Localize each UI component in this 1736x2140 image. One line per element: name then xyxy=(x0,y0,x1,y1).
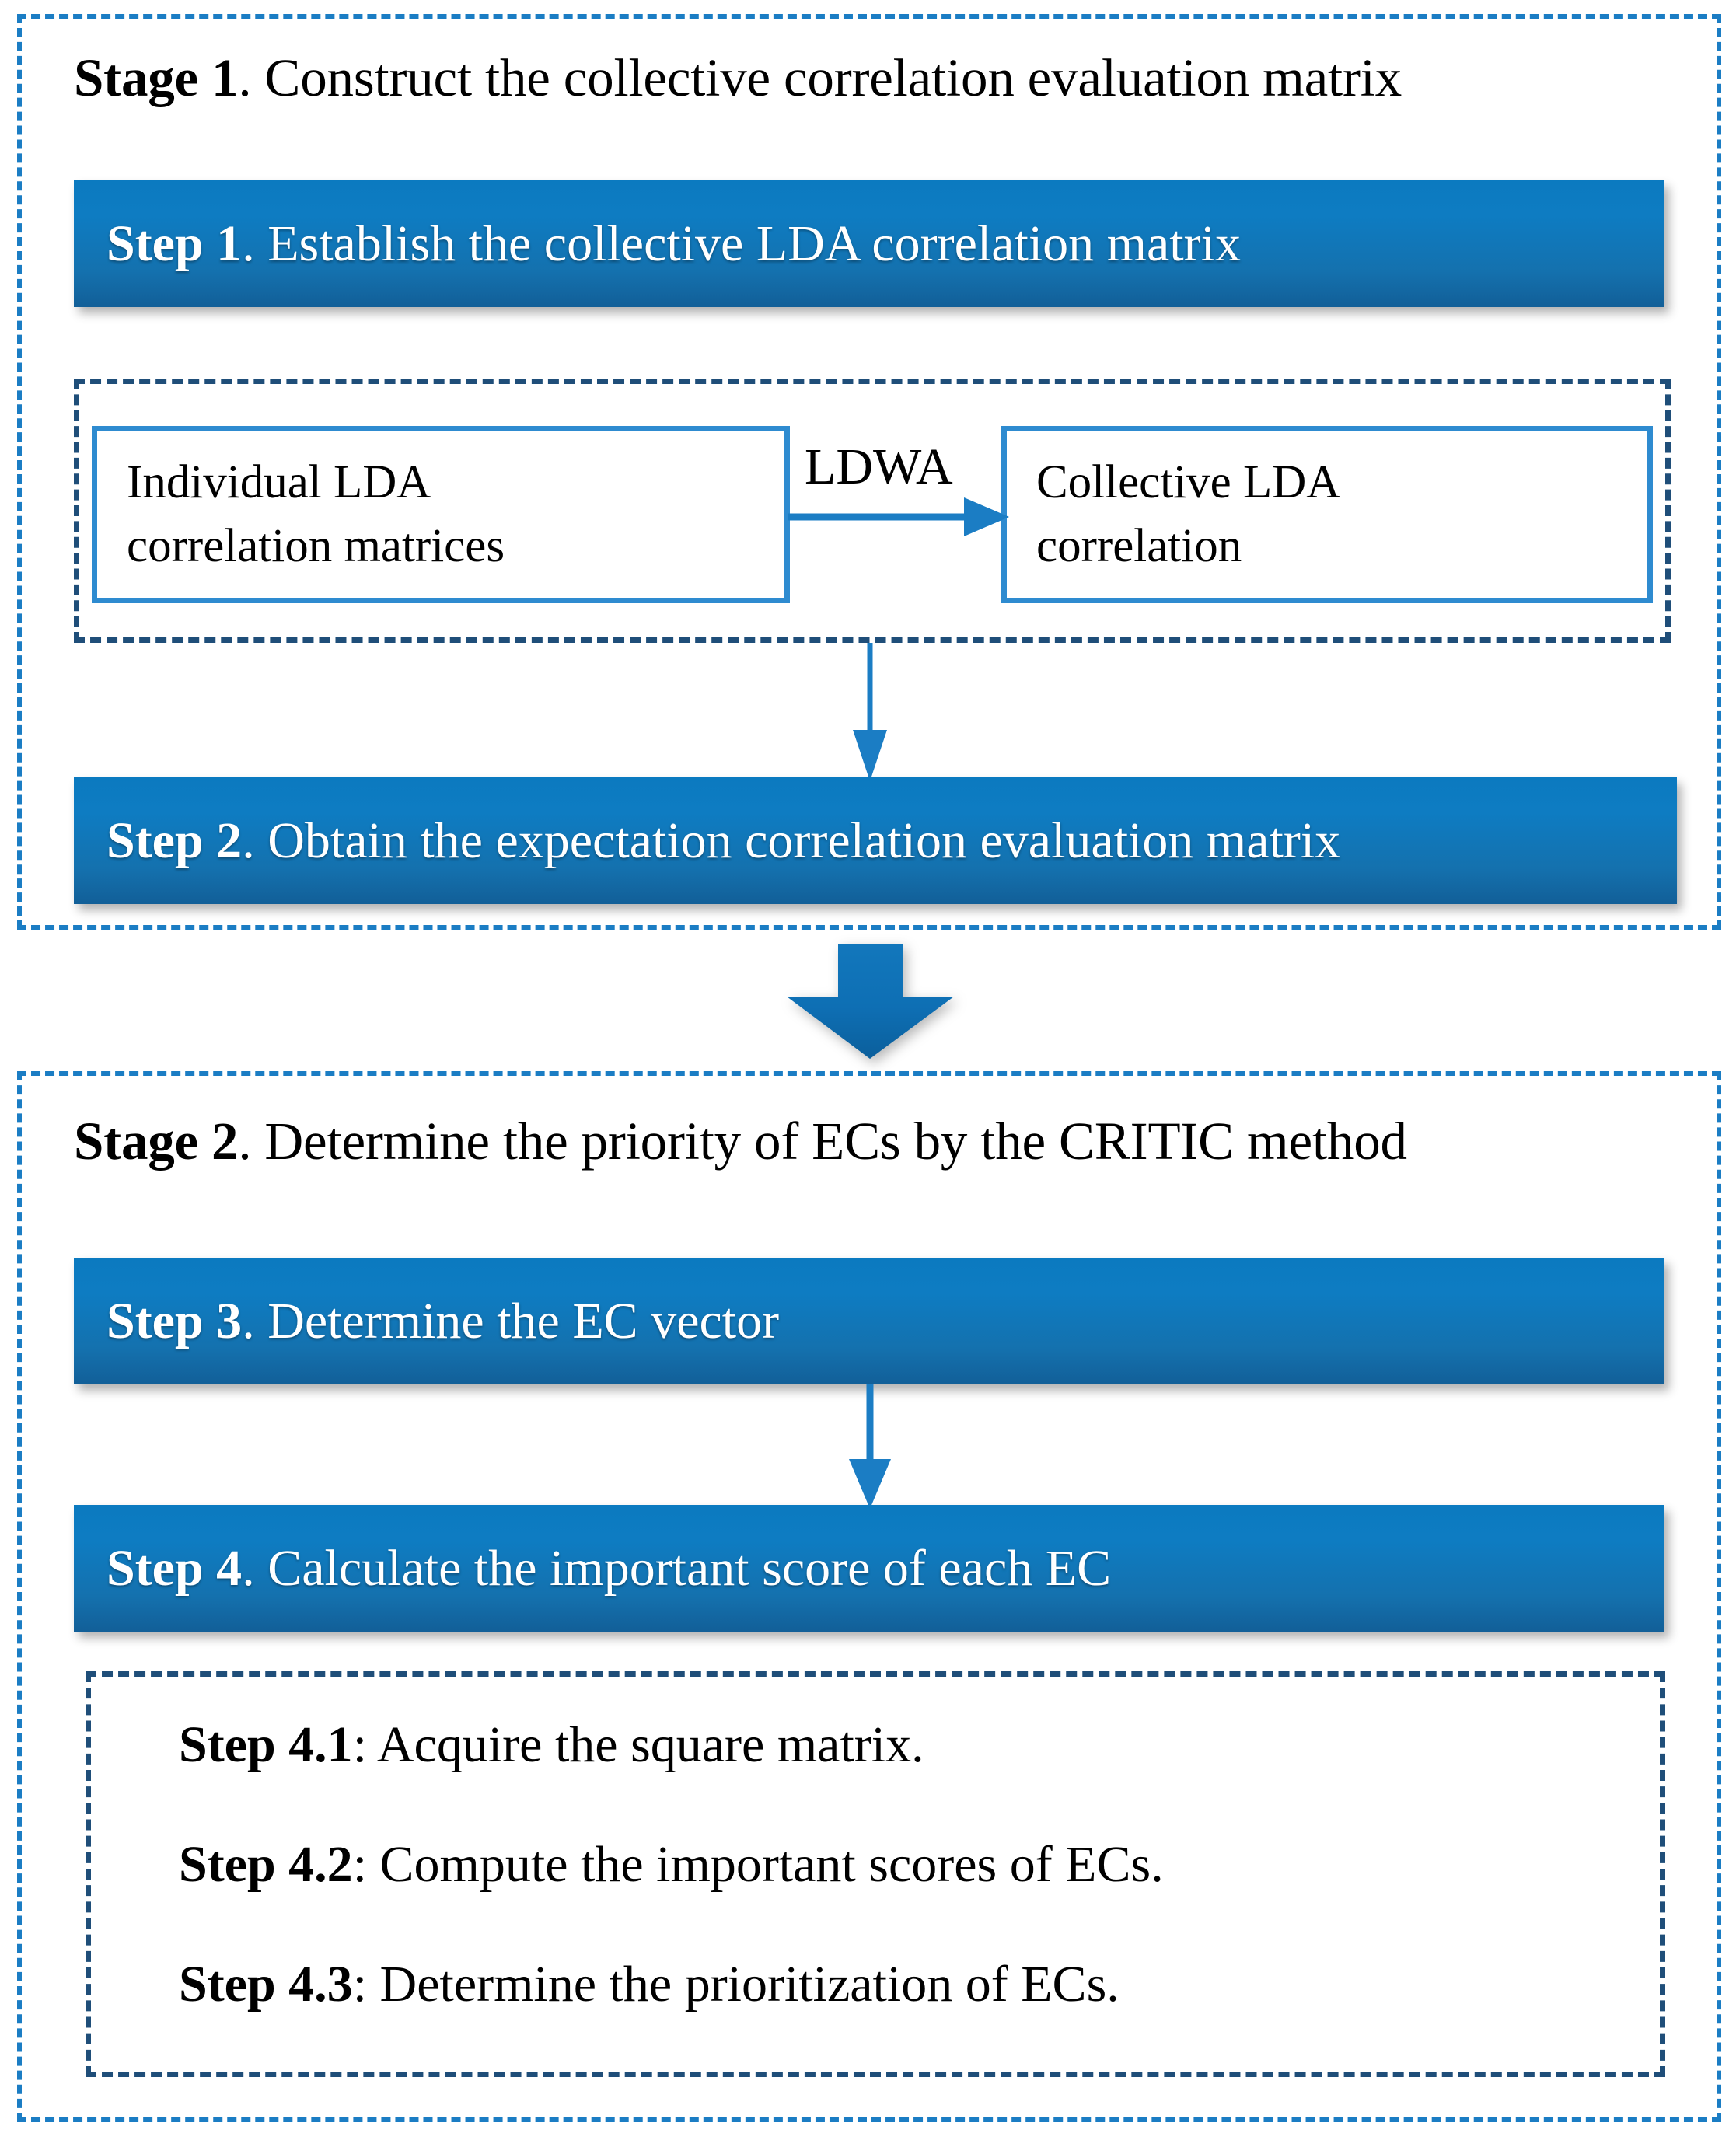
step-2-bar[interactable]: Step 2. Obtain the expectation correlati… xyxy=(74,777,1677,904)
step-4-label-bold: Step 4 xyxy=(107,1539,243,1597)
collective-lda-box[interactable]: Collective LDA correlation xyxy=(1001,426,1653,603)
step-3-bar[interactable]: Step 3. Determine the EC vector xyxy=(74,1258,1664,1384)
substep-4-1-label-rest: : Acquire the square matrix. xyxy=(352,1716,924,1773)
step-4-label-rest: . Calculate the important score of each … xyxy=(242,1539,1112,1597)
stage-1-title: Stage 1. Construct the collective correl… xyxy=(74,51,1402,105)
step-2-label-rest: . Obtain the expectation correlation eva… xyxy=(242,812,1341,869)
substep-4-2: Step 4.2: Compute the important scores o… xyxy=(179,1839,1164,1890)
step-3-label-bold: Step 3 xyxy=(107,1292,243,1349)
individual-lda-box[interactable]: Individual LDA correlation matrices xyxy=(92,426,790,603)
step-1-label-bold: Step 1 xyxy=(107,215,243,272)
connector-ldwa-to-step2-arrow-icon xyxy=(853,643,887,781)
substeps-container xyxy=(86,1671,1665,2077)
step-2-label-bold: Step 2 xyxy=(107,812,243,869)
stage-1-title-rest: . Construct the collective correlation e… xyxy=(238,48,1402,107)
substep-4-3-label-rest: : Determine the prioritization of ECs. xyxy=(352,1956,1119,2013)
ldwa-right-arrow-icon xyxy=(788,497,1009,536)
collective-lda-line-2: correlation xyxy=(1036,520,1242,572)
individual-lda-line-2: correlation matrices xyxy=(127,520,505,572)
substep-4-1: Step 4.1: Acquire the square matrix. xyxy=(179,1719,924,1771)
stage-1-title-bold: Stage 1 xyxy=(74,48,239,107)
individual-lda-line-1: Individual LDA xyxy=(127,456,431,508)
substep-4-3-label-bold: Step 4.3 xyxy=(179,1956,353,2013)
substep-4-2-label-bold: Step 4.2 xyxy=(179,1836,353,1893)
step-1-label-rest: . Establish the collective LDA correlati… xyxy=(242,215,1241,272)
substep-4-2-label-rest: : Compute the important scores of ECs. xyxy=(352,1836,1164,1893)
collective-lda-line-1: Collective LDA xyxy=(1036,456,1341,508)
substep-4-3: Step 4.3: Determine the prioritization o… xyxy=(179,1959,1119,2010)
step-1-bar[interactable]: Step 1. Establish the collective LDA cor… xyxy=(74,180,1664,307)
step-3-label-rest: . Determine the EC vector xyxy=(242,1292,780,1349)
stage-2-title-bold: Stage 2 xyxy=(74,1112,239,1171)
stage1-to-stage2-block-arrow-icon xyxy=(787,944,954,1059)
stage-2-title-rest: . Determine the priority of ECs by the C… xyxy=(238,1112,1407,1171)
step-4-bar[interactable]: Step 4. Calculate the important score of… xyxy=(74,1505,1664,1632)
substep-4-1-label-bold: Step 4.1 xyxy=(179,1716,353,1773)
connector-step3-to-step4-arrow-icon xyxy=(849,1384,891,1509)
stage-2-title: Stage 2. Determine the priority of ECs b… xyxy=(74,1115,1407,1168)
ldwa-arrow-label: LDWA xyxy=(805,438,953,495)
